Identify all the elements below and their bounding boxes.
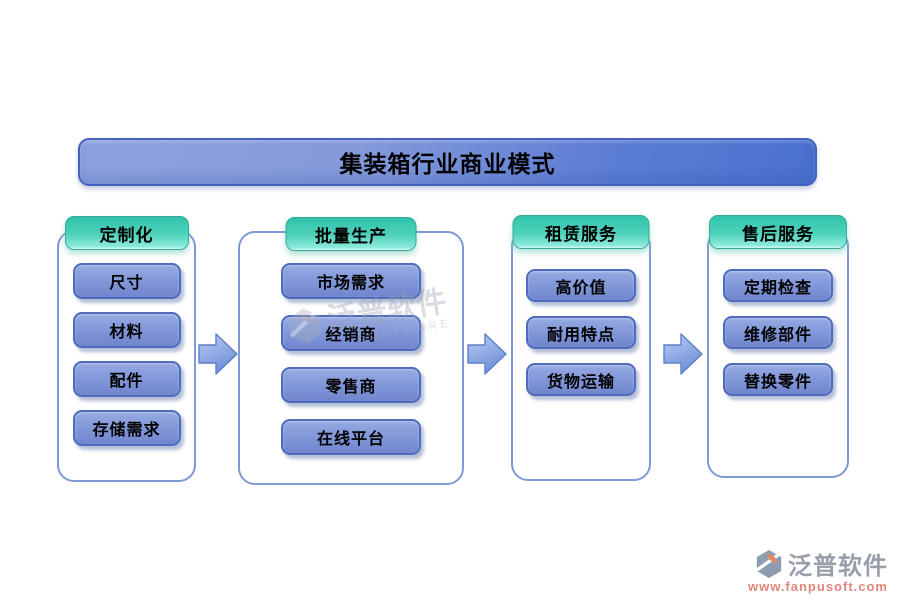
column-rental-service: 租赁服务 高价值耐用特点货物运输 [511,215,651,481]
flow-arrow-icon [467,333,507,375]
item-button: 材料 [72,312,181,348]
item-button: 维修部件 [723,316,833,349]
item-button: 在线平台 [281,419,421,455]
column-header-customization: 定制化 [64,216,189,250]
item-button: 尺寸 [72,263,181,299]
flow-arrow-icon [663,333,703,375]
fanpu-logo-icon [755,549,782,578]
column-mass-production: 批量生产 市场需求经销商零售商在线平台 [238,217,464,485]
watermark-url: www.fanpusoft.com [747,579,888,594]
flow-arrow-icon [198,333,238,375]
column-header-mass-production: 批量生产 [285,217,417,251]
diagram-title: 集装箱行业商业模式 [78,138,817,186]
item-button: 定期检查 [723,269,833,302]
column-header-rental-service: 租赁服务 [512,215,650,249]
column-items: 定期检查维修部件替换零件 [709,231,847,396]
item-button: 替换零件 [723,363,833,396]
column-items: 市场需求经销商零售商在线平台 [240,233,462,455]
column-after-sales: 售后服务 定期检查维修部件替换零件 [707,215,849,478]
item-button: 配件 [72,361,181,397]
item-button: 市场需求 [281,263,421,299]
item-button: 零售商 [281,367,421,403]
item-button: 经销商 [281,315,421,351]
watermark-corner: 泛普软件 www.fanpusoft.com [748,546,888,594]
column-items: 高价值耐用特点货物运输 [513,231,649,396]
column-items: 尺寸材料配件存储需求 [59,232,194,446]
item-button: 高价值 [526,269,636,302]
watermark-brand-text: 泛普软件 [788,554,888,580]
item-button: 耐用特点 [526,316,636,349]
column-customization: 定制化 尺寸材料配件存储需求 [57,216,196,482]
diagram-title-text: 集装箱行业商业模式 [339,152,556,177]
column-header-after-sales: 售后服务 [709,215,847,249]
item-button: 存储需求 [72,410,181,446]
item-button: 货物运输 [526,363,636,396]
